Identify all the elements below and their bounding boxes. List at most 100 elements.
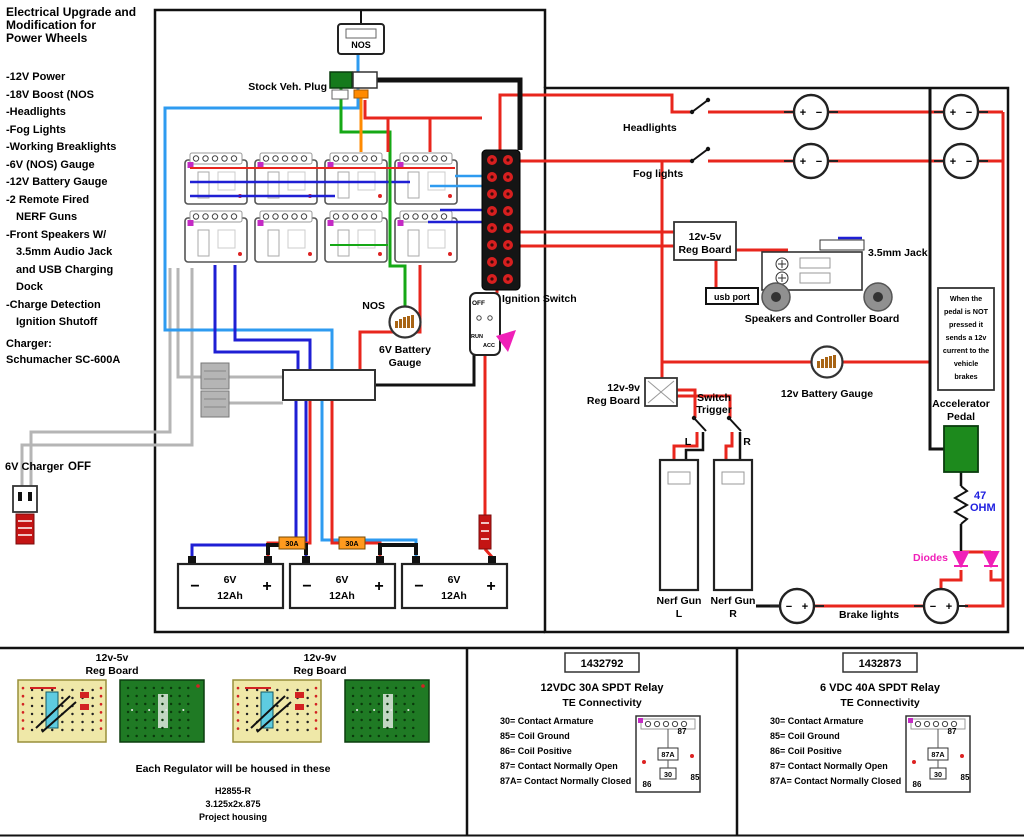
fuse-label: 30A xyxy=(285,539,298,548)
pedal-note-line: vehicle xyxy=(954,359,978,368)
lamp-plus: + xyxy=(950,107,956,119)
foglight-right-icon xyxy=(932,142,990,180)
accelerator-label: Accelerator xyxy=(932,398,990,410)
charger-label: Charger: xyxy=(6,338,52,350)
ignition-acc-label: ACC xyxy=(483,343,495,349)
trigger-l-label: L xyxy=(685,436,692,448)
pin-85: 85 xyxy=(691,773,700,782)
feature-line: 3.5mm Audio Jack xyxy=(16,246,113,258)
12v-gauge-label: 12v Battery Gauge xyxy=(781,388,873,400)
sidebar: Electrical Upgrade and Modification for … xyxy=(5,5,136,473)
charge-connector xyxy=(200,362,230,418)
nerf-gun-right xyxy=(712,458,754,592)
ignition-run-label: RUN xyxy=(471,334,483,340)
feature-line: -12V Battery Gauge xyxy=(6,176,107,188)
pin-87a: 87A xyxy=(931,750,944,759)
fuse-1 xyxy=(278,536,306,550)
6v-gauge-label: Gauge xyxy=(389,357,422,369)
jack-label: 3.5mm Jack xyxy=(868,247,928,259)
pin-87: 87 xyxy=(948,727,957,736)
speaker-left-icon xyxy=(761,282,791,312)
relay30-pin-line: 87= Contact Normally Open xyxy=(500,761,618,771)
battery-voltage: 6V xyxy=(224,574,237,586)
relay-icon xyxy=(394,152,458,205)
brakelight-left-icon xyxy=(768,587,826,625)
charger-status-value: OFF xyxy=(68,461,91,473)
relay30-panel: 1432792 12VDC 30A SPDT Relay TE Connecti… xyxy=(500,652,701,793)
pin-87a: 87A xyxy=(661,750,674,759)
relay40-part-no: 1432873 xyxy=(859,658,902,670)
pedal-note-line: brakes xyxy=(954,372,977,381)
headlight-left-icon xyxy=(782,93,840,131)
battery-3 xyxy=(400,562,509,610)
feature-line: -Headlights xyxy=(6,106,66,118)
red-wires xyxy=(190,93,1005,608)
feature-line: -Working Breaklights xyxy=(6,141,116,153)
controller-board xyxy=(761,251,863,291)
lamp-plus: + xyxy=(800,107,806,119)
fuse-vertical xyxy=(478,514,492,550)
relay30-part-no: 1432792 xyxy=(581,658,624,670)
nerf-gun-r-label: R xyxy=(729,608,737,620)
battery-2 xyxy=(288,562,397,610)
lamp-minus: − xyxy=(930,601,936,613)
lamp-minus: − xyxy=(966,156,972,168)
pin-86: 86 xyxy=(643,780,652,789)
relay30-pin-line: 86= Coil Positive xyxy=(500,746,572,756)
pin-86: 86 xyxy=(913,780,922,789)
housing-size: 3.125x2x.875 xyxy=(205,799,260,809)
battery-capacity: 12Ah xyxy=(441,590,467,602)
ohm-label: 47 xyxy=(974,490,986,502)
charger-status-label: 6V Charger xyxy=(5,461,64,473)
feature-line: -Front Speakers W/ xyxy=(6,229,106,241)
battery-capacity: 12Ah xyxy=(217,590,243,602)
reg9-label: 12v-9v xyxy=(607,382,640,394)
6v-battery-gauge-icon xyxy=(388,305,422,339)
pedal-note-line: pedal is NOT xyxy=(944,307,989,316)
relay-icon xyxy=(254,210,318,263)
lamp-minus: − xyxy=(816,107,822,119)
reg5-label: 12v-5v xyxy=(689,231,722,243)
gray-wires xyxy=(20,268,283,486)
page-title-line: Power Wheels xyxy=(6,31,88,45)
12v-5v-reg-board xyxy=(673,221,737,261)
battery-capacity: 12Ah xyxy=(329,590,355,602)
nerf-gun-l-label: L xyxy=(676,608,683,620)
pedal-note-line: When the xyxy=(950,294,982,303)
relay-grid xyxy=(184,152,458,263)
12v-9v-reg-board xyxy=(644,377,678,407)
relay40-pin-line: 85= Coil Ground xyxy=(770,731,840,741)
battery-minus: − xyxy=(414,578,423,595)
reg5-board-label: Reg Board xyxy=(85,665,138,677)
reg5-label: Reg Board xyxy=(678,244,731,256)
brakelight-right-icon xyxy=(912,587,970,625)
pin-85: 85 xyxy=(961,773,970,782)
charger-model: Schumacher SC-600A xyxy=(6,354,120,366)
resistor-icon xyxy=(953,485,969,525)
pedal-note-box xyxy=(937,287,995,391)
relay40-panel: 1432873 6 VDC 40A SPDT Relay TE Connecti… xyxy=(770,652,971,793)
brake-lights-label: Brake lights xyxy=(839,609,899,621)
housing-type: Project housing xyxy=(199,812,267,822)
fuse-2 xyxy=(338,536,366,550)
stock-plug-label: Stock Veh. Plug xyxy=(248,81,327,93)
feature-line: -12V Power xyxy=(6,71,66,83)
pedal-note-line: pressed it xyxy=(949,320,984,329)
switch-trigger-label: Trigger xyxy=(696,404,732,416)
12v-battery-gauge-icon xyxy=(810,345,844,379)
reg9-label: Reg Board xyxy=(587,395,640,407)
battery-plus: + xyxy=(486,578,495,595)
charger xyxy=(12,485,38,545)
6v-gauge-label: 6V Battery xyxy=(379,344,431,356)
aux-jack-box xyxy=(819,239,865,251)
junction-box xyxy=(282,369,376,401)
ignition-arrow-icon xyxy=(496,330,516,352)
fuse-label: 30A xyxy=(345,539,358,548)
headlight-right-icon xyxy=(932,93,990,131)
lamp-plus: + xyxy=(800,156,806,168)
battery-bank xyxy=(176,556,509,610)
trigger-r-label: R xyxy=(743,436,751,448)
feature-line: -6V (NOS) Gauge xyxy=(6,159,95,171)
lamp-minus: − xyxy=(786,601,792,613)
battery-voltage: 6V xyxy=(336,574,349,586)
